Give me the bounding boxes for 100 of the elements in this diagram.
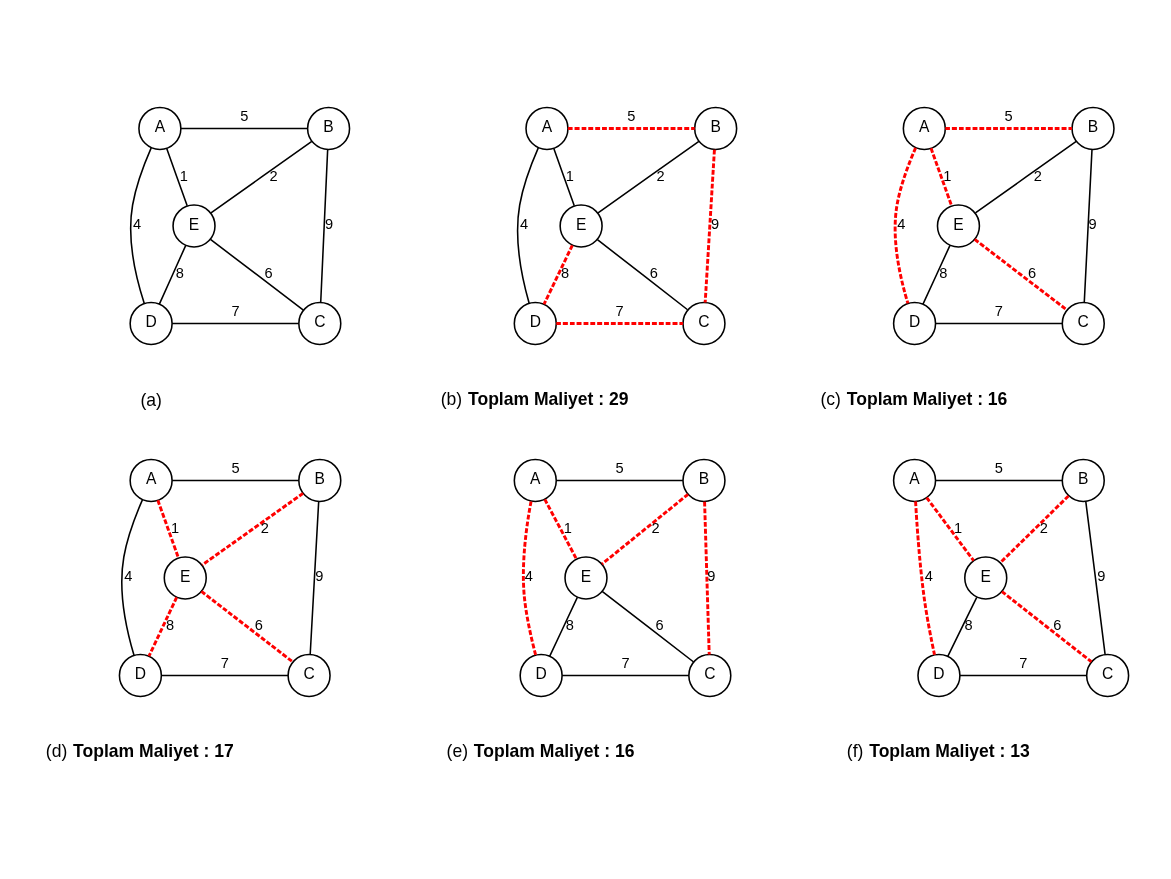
edge-label: 5 bbox=[627, 107, 636, 124]
connector bbox=[209, 238, 305, 311]
connector bbox=[160, 674, 289, 677]
connector bbox=[703, 501, 711, 655]
connector bbox=[973, 238, 1068, 312]
connector bbox=[601, 590, 695, 663]
node-circle: B bbox=[1071, 106, 1115, 151]
edge-label: 8 bbox=[964, 617, 973, 634]
connector bbox=[309, 500, 320, 656]
node-circle: C bbox=[287, 653, 331, 698]
edge-label: 9 bbox=[707, 568, 716, 585]
edge-label: 5 bbox=[994, 459, 1003, 476]
connector bbox=[568, 127, 695, 130]
node-circle: D bbox=[118, 653, 163, 698]
edge-label: 1 bbox=[179, 167, 188, 184]
node-circle: C bbox=[682, 301, 726, 346]
connector bbox=[922, 244, 951, 305]
connector bbox=[171, 322, 300, 325]
connector bbox=[561, 674, 690, 677]
edge-label: 7 bbox=[1019, 654, 1028, 671]
label: (a) bbox=[140, 390, 162, 411]
node-circle: E bbox=[936, 204, 981, 248]
node-circle: B bbox=[693, 106, 738, 151]
connector bbox=[521, 501, 538, 656]
label: (e) Toplam Maliyet : 16 bbox=[446, 741, 635, 762]
edge-label: 8 bbox=[175, 265, 184, 282]
edge-label: 2 bbox=[656, 167, 665, 184]
node-circle: E bbox=[559, 204, 603, 248]
connector bbox=[945, 127, 1072, 130]
connector bbox=[180, 127, 309, 130]
edge-label: 6 bbox=[655, 617, 664, 634]
connector bbox=[703, 149, 716, 303]
edge-label: 2 bbox=[651, 519, 660, 536]
connector bbox=[549, 596, 579, 657]
edge-label: 5 bbox=[1004, 107, 1013, 124]
edge-label: 2 bbox=[1039, 519, 1048, 536]
edge-label: 5 bbox=[615, 459, 624, 476]
edge-label: 9 bbox=[315, 568, 324, 585]
node-circle: A bbox=[513, 458, 558, 503]
node-circle: E bbox=[564, 556, 608, 600]
node-circle: A bbox=[892, 458, 937, 503]
edge-label: 5 bbox=[240, 107, 249, 124]
edge-label: 4 bbox=[524, 568, 534, 585]
node-circle: B bbox=[306, 106, 351, 151]
connector bbox=[1085, 500, 1106, 656]
edge-label: 7 bbox=[621, 654, 630, 671]
node-circle: D bbox=[917, 653, 961, 698]
edge-label: 4 bbox=[124, 568, 133, 585]
connector bbox=[914, 501, 936, 655]
node-circle: B bbox=[298, 458, 342, 503]
connector bbox=[556, 322, 683, 325]
edge-label: 6 bbox=[1028, 265, 1037, 282]
node-circle: C bbox=[298, 301, 342, 346]
edge-label: 8 bbox=[560, 265, 570, 282]
edge-label: 4 bbox=[520, 216, 529, 233]
node-circle: E bbox=[964, 556, 1008, 600]
connector bbox=[555, 479, 684, 482]
connector bbox=[1083, 148, 1093, 304]
connector bbox=[156, 499, 180, 559]
node-circle: E bbox=[172, 204, 216, 248]
edge-label: 2 bbox=[1033, 167, 1042, 184]
node-circle: A bbox=[129, 458, 173, 503]
edge-label: 7 bbox=[615, 302, 624, 319]
edge-label: 1 bbox=[563, 519, 573, 536]
connector bbox=[934, 322, 1063, 325]
edge-label: 1 bbox=[953, 519, 963, 536]
connector bbox=[974, 140, 1077, 214]
edge-label: 5 bbox=[231, 459, 240, 476]
edge-label: 9 bbox=[1088, 216, 1097, 233]
edge-label: 8 bbox=[939, 265, 948, 282]
connector bbox=[1001, 590, 1093, 663]
edge-label: 4 bbox=[132, 216, 142, 233]
node-circle: D bbox=[519, 653, 563, 698]
edge-label: 6 bbox=[649, 265, 658, 282]
node-circle: B bbox=[682, 458, 726, 503]
edge-label: 8 bbox=[565, 617, 574, 634]
edge-label: 7 bbox=[231, 302, 240, 319]
edge-label: 7 bbox=[994, 302, 1003, 319]
edge-label: 6 bbox=[1053, 617, 1062, 634]
node-circle: D bbox=[513, 301, 558, 346]
connector bbox=[929, 147, 953, 207]
edge-label: 9 bbox=[1097, 568, 1106, 585]
edge-label: 7 bbox=[220, 654, 229, 671]
label: (f) Toplam Maliyet : 13 bbox=[846, 741, 1030, 762]
node-circle: C bbox=[688, 653, 732, 698]
connector bbox=[542, 244, 574, 305]
label: (b) Toplam Maliyet : 29 bbox=[440, 389, 629, 410]
connector bbox=[147, 596, 178, 657]
edge-label: 4 bbox=[924, 568, 933, 585]
connector bbox=[201, 492, 304, 567]
node-circle: B bbox=[1061, 458, 1105, 503]
node-circle: C bbox=[1061, 301, 1105, 346]
edge-label: 4 bbox=[897, 216, 906, 233]
edge-label: 1 bbox=[565, 167, 574, 184]
edge-label: 6 bbox=[254, 617, 263, 634]
connector bbox=[319, 148, 329, 304]
connector bbox=[597, 140, 700, 214]
node-circle: E bbox=[163, 556, 207, 600]
connector bbox=[601, 493, 689, 566]
connector bbox=[165, 147, 188, 207]
